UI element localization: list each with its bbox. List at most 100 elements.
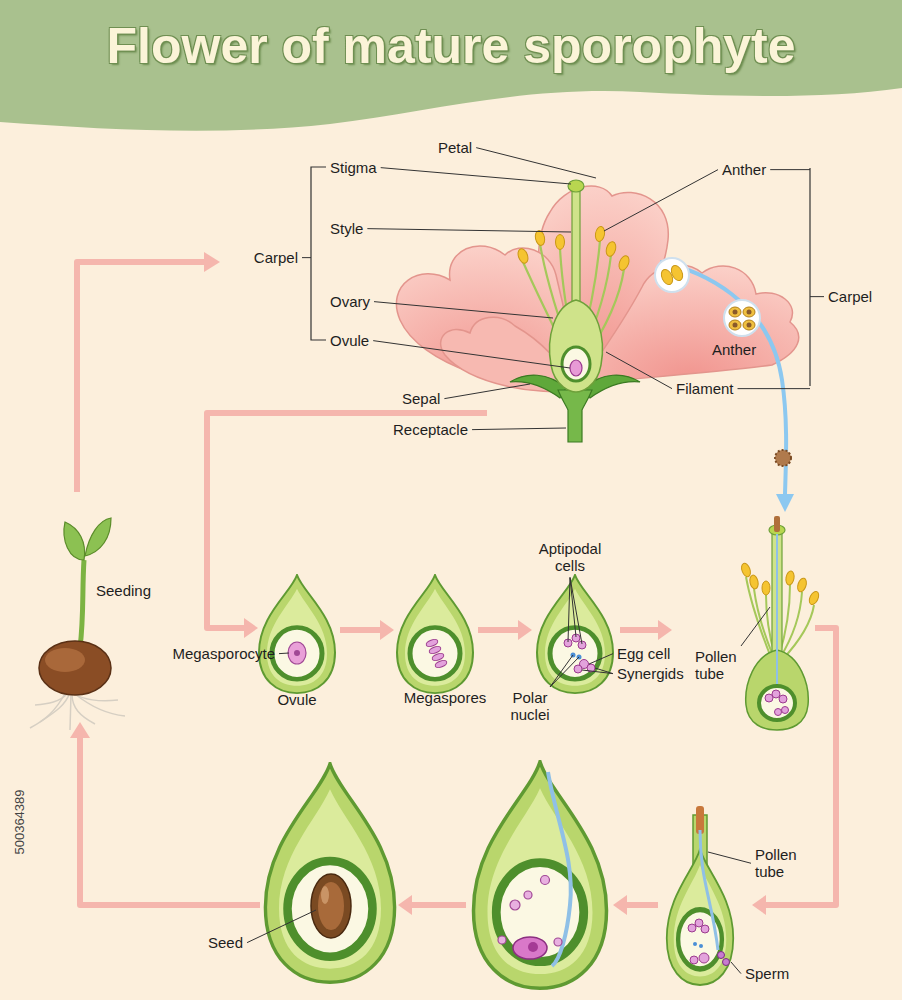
ovule-stage: [574, 665, 582, 673]
seedling: [70, 694, 71, 730]
leader-line: [374, 302, 553, 318]
leader-line: [279, 653, 289, 655]
pollinated-flower: [749, 574, 760, 589]
seedling: [40, 692, 70, 722]
pollinated-flower: [772, 690, 780, 698]
part-label: Stigma: [330, 159, 377, 176]
flower-illustration: [617, 254, 631, 271]
stage-label: Megaspores: [404, 689, 487, 706]
arrow-head: [658, 620, 672, 640]
part-label: Anther: [712, 341, 756, 358]
stage-label: Ovule: [277, 691, 316, 708]
cycle-arrow: [478, 627, 519, 633]
flower-illustration: [605, 241, 618, 258]
ovule-stage: [510, 900, 520, 910]
flower-illustration: [669, 264, 685, 283]
part-label: Ovary: [330, 293, 370, 310]
seedling: [30, 692, 125, 730]
ovule-stage: [259, 575, 335, 693]
pollinated-flower: [765, 690, 789, 716]
flower-illustration: [775, 450, 791, 466]
header-band: [0, 0, 902, 131]
flower-illustration: [534, 230, 546, 247]
leader-line: [381, 168, 571, 184]
leader-line: [373, 341, 570, 368]
part-label: Sepal: [402, 390, 440, 407]
pollinated-flower: [759, 686, 795, 720]
ovule-stage: [537, 575, 613, 693]
leader-line: [476, 148, 596, 178]
part-label: Pollen tube: [695, 648, 747, 683]
leader-line: [302, 257, 311, 258]
seedling: [30, 692, 66, 728]
pollinated-flower: [776, 534, 778, 690]
ovule-stage: [699, 953, 709, 963]
ovule-stage: [259, 575, 733, 988]
flower-illustration: [594, 226, 605, 242]
flower-illustration: [743, 320, 755, 330]
arrow-head: [244, 618, 258, 638]
seedling: [64, 522, 85, 560]
label-bracket: [311, 167, 810, 386]
flower-illustration: [570, 360, 582, 376]
flower-illustration: [556, 235, 565, 250]
pollinated-flower: [754, 589, 774, 658]
ovule-stage: [498, 936, 506, 944]
leader-line: [606, 352, 672, 389]
seedling: [35, 693, 68, 705]
part-label: Aptipodal cells: [528, 540, 612, 575]
watermark: 500364389: [13, 789, 28, 854]
leader-line: [810, 296, 824, 297]
leader-line: [731, 962, 741, 974]
pollinated-flower: [762, 581, 770, 595]
flower-illustration: [580, 265, 799, 384]
seedling: [80, 560, 84, 648]
part-label: Seed: [208, 934, 243, 951]
ovule-stage: [688, 924, 696, 932]
ovule-stage: [294, 650, 300, 656]
part-label: Petal: [438, 139, 472, 156]
ovule-stage: [696, 806, 704, 834]
cycle-arrow: [340, 627, 381, 633]
part-label: Sperm: [745, 965, 789, 982]
diagram-title: Flower of mature sporophyte: [0, 16, 902, 76]
arrow-head: [70, 722, 90, 738]
part-label: Pollen tube: [755, 846, 807, 881]
cycle-arrow: [620, 627, 659, 633]
seedling: [30, 518, 125, 730]
pollinated-flower: [782, 707, 789, 714]
flower-illustration: [733, 310, 738, 315]
flower-illustration: [743, 307, 755, 317]
leader-line: [568, 578, 570, 643]
label-bracket: [809, 168, 810, 386]
flower-illustration: [747, 310, 752, 315]
arrow-head: [380, 620, 394, 640]
pollinated-flower: [785, 570, 795, 585]
ovule-stage: [528, 942, 538, 952]
seedling: [85, 518, 111, 556]
ovule-stage: [265, 764, 394, 983]
ovule-stage: [524, 891, 532, 899]
leader-line: [738, 388, 810, 389]
pollinated-flower: [779, 695, 787, 703]
leader-line: [770, 169, 810, 170]
flower-illustration: [733, 310, 752, 328]
flower-illustration: [516, 247, 530, 264]
flower-illustration: [729, 320, 741, 330]
cycle-arrow: [412, 902, 466, 908]
ovule-stage: [667, 849, 734, 985]
part-label: Megasporocyte: [172, 645, 275, 662]
leader-line: [367, 229, 571, 232]
leader-line: [604, 170, 718, 231]
part-label: Egg cell: [617, 645, 670, 662]
pollinated-flower: [740, 516, 821, 730]
arrow-head: [398, 895, 412, 915]
seedling: [39, 641, 111, 695]
ovule-stage: [701, 925, 709, 933]
arrow-head: [613, 895, 627, 915]
ovule-stage: [690, 956, 698, 964]
leader-line: [582, 670, 613, 674]
ovule-stage: [718, 952, 725, 959]
flower-illustration: [776, 494, 794, 512]
ovule-stage: [498, 876, 562, 947]
